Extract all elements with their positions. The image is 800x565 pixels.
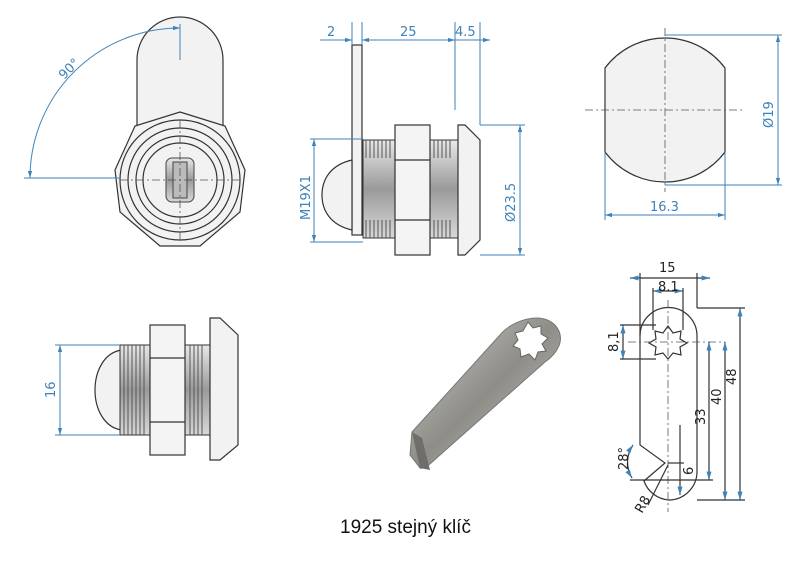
end-view: Ø19 16.3 (585, 28, 782, 220)
flat-width-label: 16.3 (650, 200, 679, 215)
plate-thickness-label: 2 (327, 25, 335, 40)
bezel-diameter-label: Ø23.5 (504, 183, 519, 222)
angle-28-label: 28° (617, 447, 632, 470)
dim-6-label: 6 (682, 467, 697, 475)
bezel-length-label: 4.5 (455, 25, 476, 40)
hole-height-label: 8,1 (607, 331, 622, 352)
bottom-side-view: 16 (44, 317, 239, 461)
cam-photo (409, 317, 561, 470)
height-label: 16 (44, 381, 59, 398)
radius-label: R8 (632, 494, 654, 516)
thread-label: M19X1 (299, 175, 314, 220)
caption: 1925 stejný klíč (340, 517, 471, 538)
dim-48-label: 48 (725, 368, 740, 385)
side-view: 2 25 4.5 M19X1 Ø23.5 (299, 22, 525, 256)
cam-width-label: 15 (659, 261, 676, 276)
body-length-label: 25 (400, 25, 417, 40)
dim-40-label: 40 (710, 388, 725, 405)
dim-33-label: 33 (694, 408, 709, 425)
cam-drawing: 15 8.1 8,1 33 40 48 6 28° R8 (607, 261, 745, 516)
end-diameter-label: Ø19 (762, 101, 777, 128)
hole-width-label: 8.1 (658, 280, 679, 295)
front-view: 90° (24, 16, 246, 247)
angle-label: 90° (56, 56, 83, 83)
